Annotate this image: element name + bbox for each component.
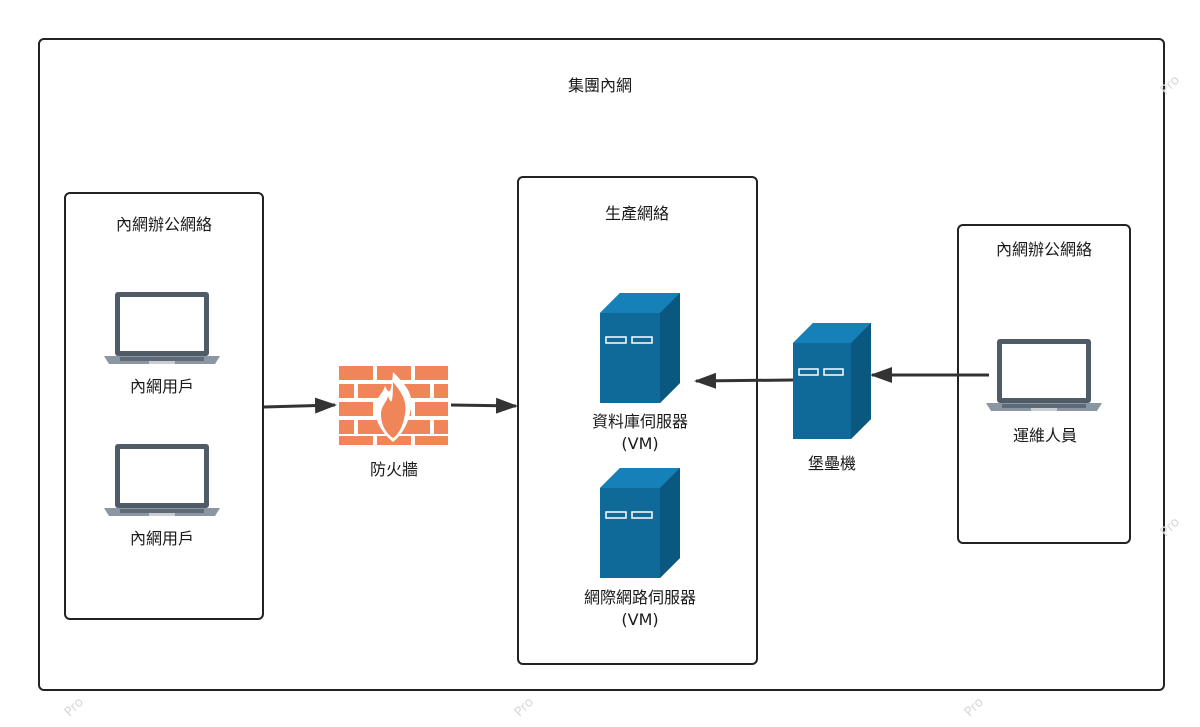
arrow-firewall-to-production <box>450 397 518 414</box>
web-server-label: 網際網路伺服器 <box>583 588 696 607</box>
firewall-label: 防火牆 <box>369 460 418 479</box>
laptop-icon <box>104 444 220 516</box>
arrow-bastion-to-database <box>694 372 794 389</box>
database-server-label: 資料庫伺服器 <box>591 412 688 431</box>
web-server-vm-label: (VM) <box>621 610 659 629</box>
production-network-container <box>517 176 758 665</box>
database-server-vm-label: (VM) <box>621 434 659 453</box>
firewall-icon <box>337 364 450 446</box>
production-network-title: 生產網絡 <box>604 204 669 223</box>
laptop-icon <box>104 292 220 364</box>
intranet-user-1-label: 內網用戶 <box>129 377 194 396</box>
right-office-network-container <box>957 224 1131 544</box>
corporate-intranet-title: 集團內網 <box>567 76 632 95</box>
left-office-network-title: 內網辦公網絡 <box>115 215 212 234</box>
arrow-users-to-firewall <box>263 397 337 414</box>
intranet-user-2-label: 內網用戶 <box>129 529 194 548</box>
left-office-network-container <box>64 192 264 620</box>
bastion-host-icon <box>793 323 871 439</box>
bastion-host-label: 堡壘機 <box>807 454 856 473</box>
database-server-icon <box>600 293 680 403</box>
laptop-icon <box>986 339 1102 411</box>
corporate-intranet-container <box>38 38 1165 691</box>
ops-staff-label: 運維人員 <box>1012 426 1077 445</box>
right-office-network-title: 內網辦公網絡 <box>995 240 1092 259</box>
web-server-icon <box>600 468 680 578</box>
